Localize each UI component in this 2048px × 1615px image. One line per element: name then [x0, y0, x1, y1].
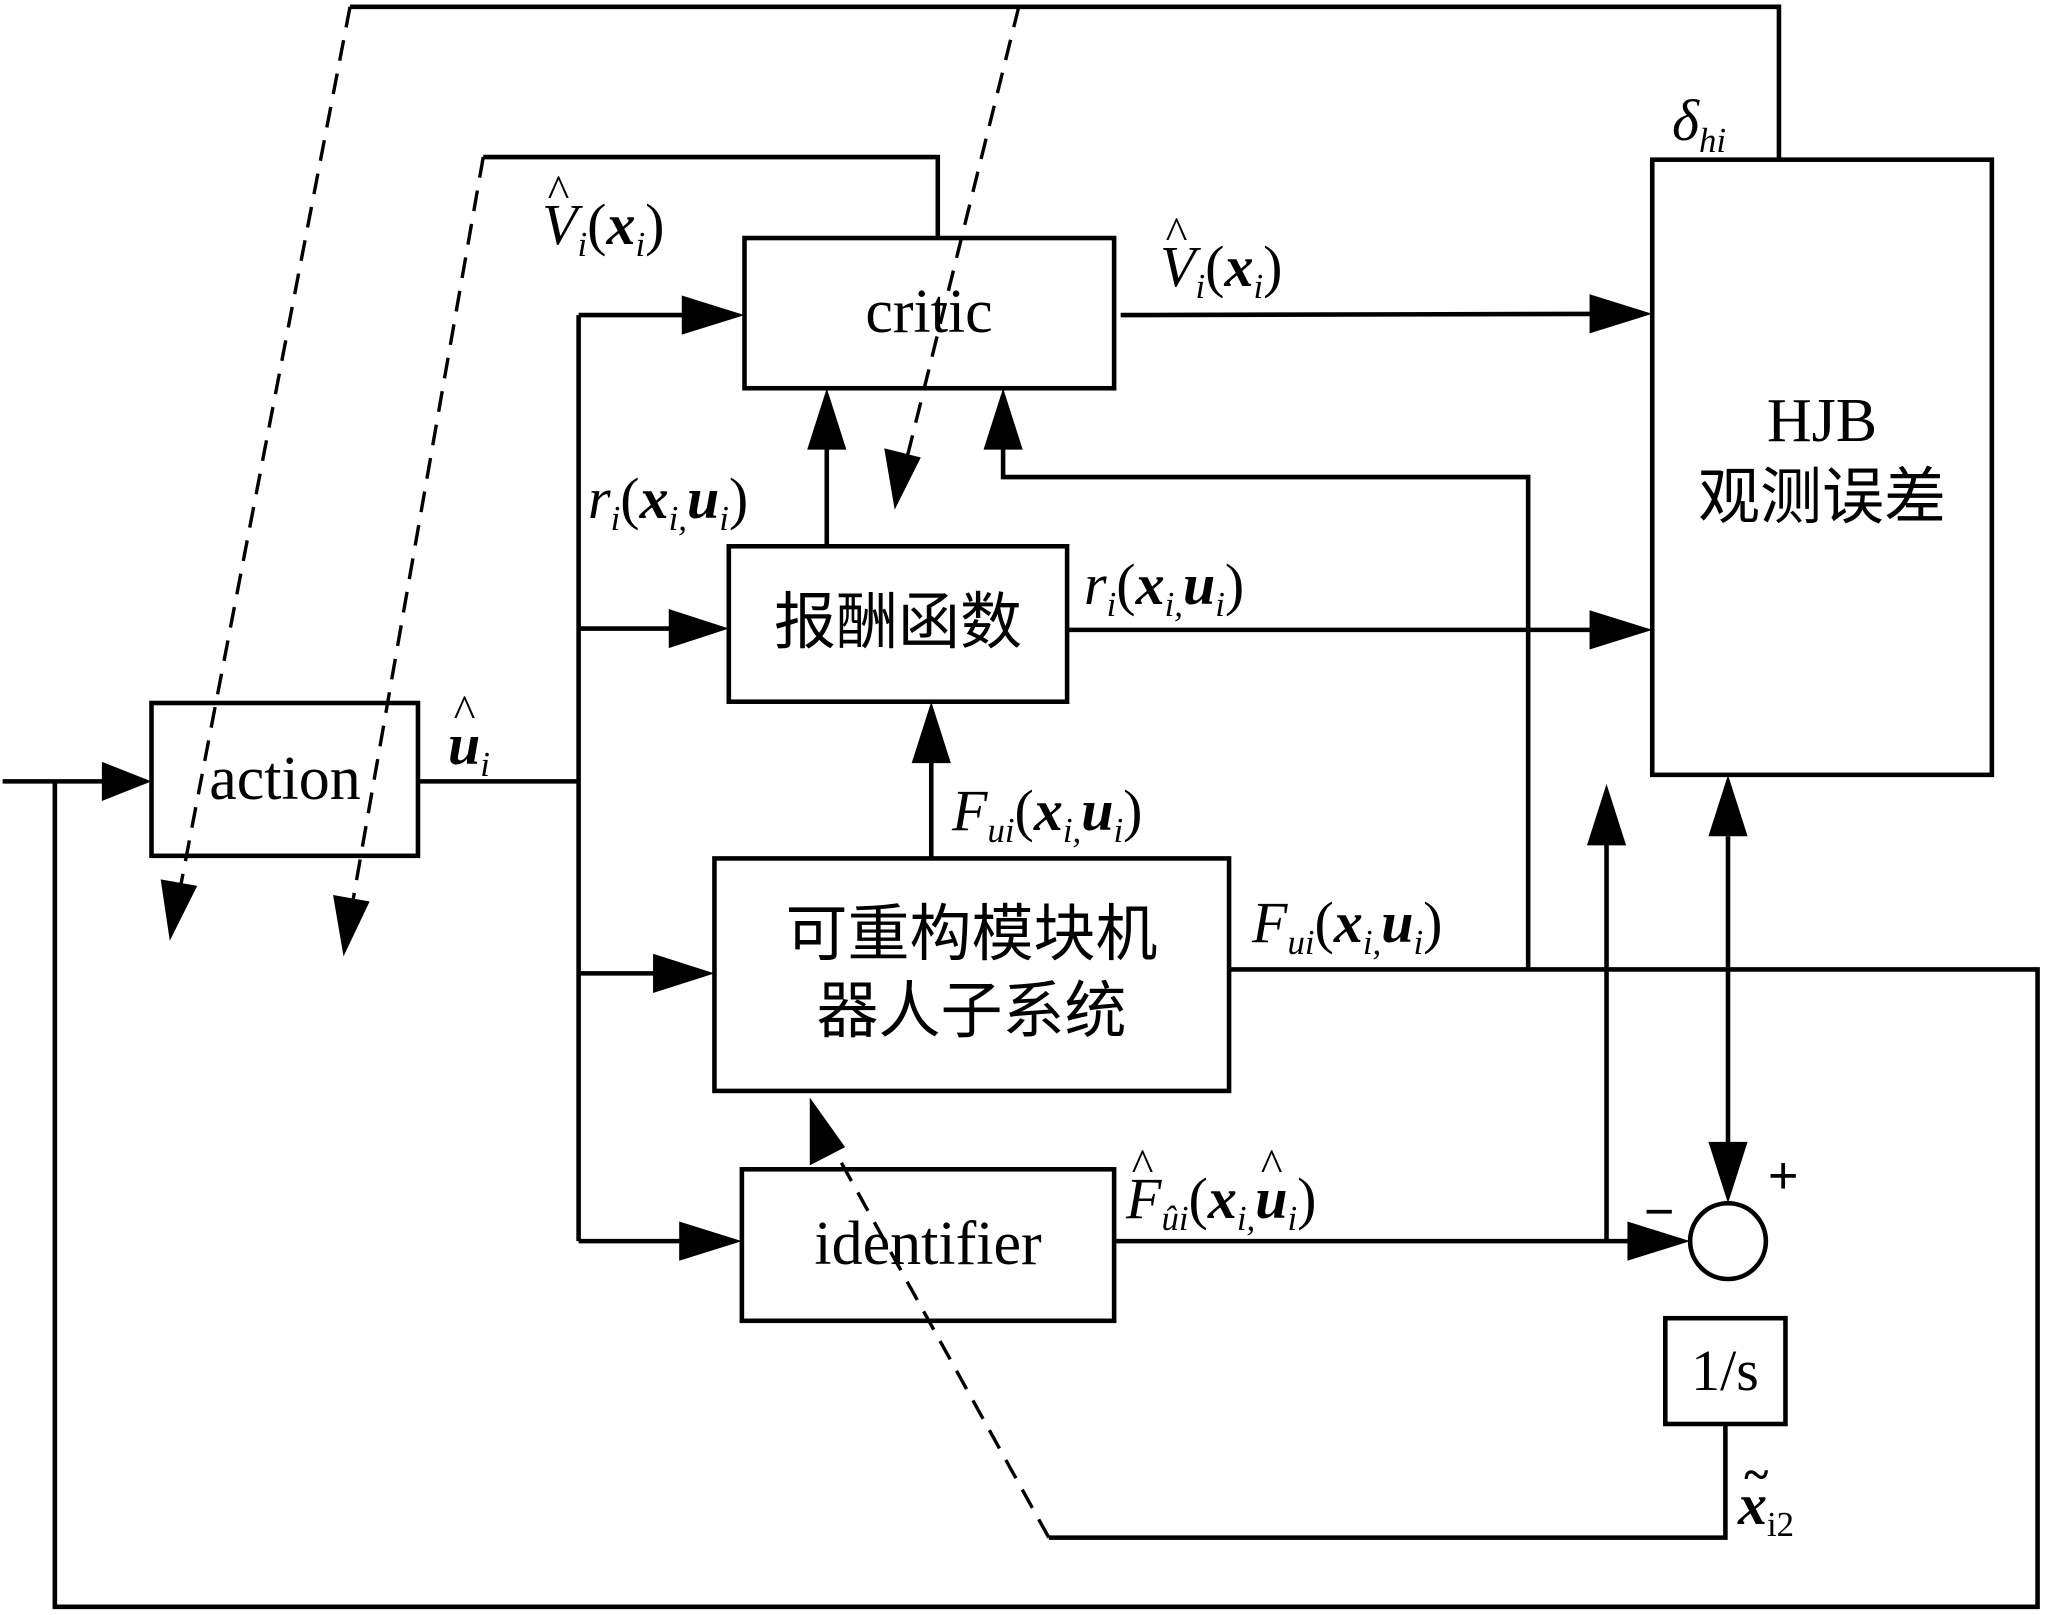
hjb-error-label-line2: 观测误差: [1697, 464, 1946, 532]
reward-function-block: [726, 543, 1070, 704]
summing-junction: [1687, 1200, 1769, 1282]
robot-subsystem-label-line2: 器人子系统: [816, 978, 1127, 1046]
tuning-dashed-arrowhead-1: [160, 879, 198, 941]
tuning-dashed-arrowhead-3: [333, 895, 370, 957]
bus-to-critic-arrowhead: [681, 295, 745, 335]
tuning-dashed-arrowhead-2: [884, 448, 921, 510]
hjb-error-feedback-line: [350, 4, 1782, 160]
robot-output-label-up: Fui(xi,ui): [952, 778, 1143, 851]
hjb-error-block: [1649, 157, 1995, 778]
action-input-arrowhead: [101, 761, 152, 801]
identifier-output-label: Fûi(xi,ui): [1126, 1144, 1316, 1237]
tuning-dashed-line-4: [823, 1133, 1051, 1539]
robot-to-reward-arrowhead: [911, 701, 951, 764]
bus-to-robot-arrowhead: [653, 953, 715, 993]
robot-subsystem-label-line1: 可重构模块机: [785, 900, 1158, 969]
state-feedback-line: [52, 781, 2040, 1610]
identifier-to-hjb-arrowhead: [1586, 783, 1627, 846]
state-error-label: xi2: [1738, 1453, 1794, 1543]
hjb-error-label: HJB 观测误差: [1652, 360, 1992, 560]
value-estimate-label-right: Vi(xi): [1160, 212, 1282, 305]
tuning-dashed-line-1: [175, 6, 352, 902]
reward-signal-label-left: ri(xi,ui): [588, 466, 749, 539]
hjb-junction-down-arrowhead: [1708, 1141, 1748, 1204]
robot-to-critic-arrowhead: [983, 388, 1023, 450]
hjb-junction-up-arrowhead: [1708, 774, 1748, 837]
reward-to-hjb-arrowhead: [1589, 610, 1653, 650]
identifier-to-junction-arrowhead: [1627, 1221, 1691, 1261]
critic-block: [742, 235, 1117, 391]
tuning-dashed-arrowhead-4: [809, 1097, 846, 1166]
reward-function-label: 报酬函数: [773, 588, 1022, 657]
reward-signal-label-right: ri(xi,ui): [1084, 552, 1245, 625]
value-estimate-label-left: Vi(xi): [542, 170, 664, 263]
critic-output-loop-line: [483, 154, 941, 239]
control-estimate-label: ui: [448, 690, 490, 783]
hjb-error-label-line1: HJB: [1766, 386, 1878, 455]
critic-to-hjb-line: [1120, 311, 1642, 318]
action-label: action: [209, 744, 361, 813]
bus-to-identifier-arrowhead: [679, 1221, 742, 1261]
hjb-error-signal-label: δhi: [1672, 88, 1727, 161]
bus-to-reward-arrowhead: [668, 608, 729, 649]
tuning-dashed-line-2: [902, 6, 1021, 471]
robot-output-label-right: Fui(xi,ui): [1252, 890, 1443, 963]
robot-subsystem-block: [712, 856, 1232, 1094]
robot-subsystem-label: 可重构模块机 器人子系统: [714, 858, 1229, 1090]
junction-minus-sign: −: [1644, 1183, 1675, 1241]
integrator-label: 1/s: [1691, 1337, 1759, 1403]
integrator-output-line: [1048, 1423, 1728, 1540]
junction-plus-sign: +: [1768, 1147, 1799, 1205]
identifier-label: identifier: [814, 1209, 1042, 1278]
reward-to-critic-arrowhead: [807, 388, 847, 450]
tuning-dashed-line-3: [348, 156, 485, 918]
critic-label: critic: [865, 278, 993, 347]
critic-to-hjb-arrowhead: [1589, 294, 1653, 334]
